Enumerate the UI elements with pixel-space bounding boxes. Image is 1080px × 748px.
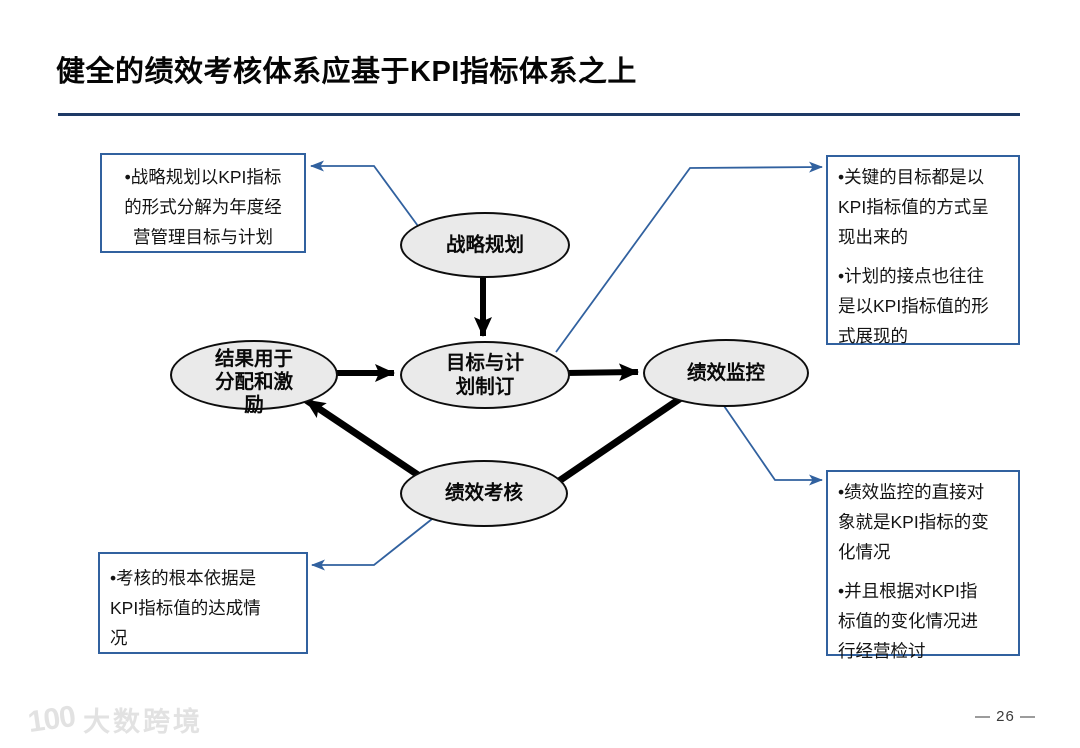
page-number: — 26 —: [974, 708, 1036, 725]
connector-monitor-to-callout-br: [721, 402, 823, 486]
callout-top-left: •战略规划以KPI指标 的形式分解为年度经 营管理目标与计划: [100, 153, 306, 253]
node-goal-plan: 目标与计 划制订: [400, 341, 570, 409]
node-label: 目标与计 划制订: [445, 352, 524, 398]
arrow-assess-to-results: [304, 397, 426, 482]
callout-bullet: •计划的接点也往往 是以KPI指标值的形 式展现的: [838, 266, 989, 346]
callout-bottom-right: •绩效监控的直接对 象就是KPI指标的变 化情况 •并且根据对KPI指 标值的变…: [826, 470, 1020, 661]
connector-strategic-to-callout-tl: [310, 160, 419, 227]
page-title: 健全的绩效考核体系应基于KPI指标体系之上: [56, 56, 637, 88]
node-label: 绩效考核: [444, 482, 523, 504]
node-strategic-planning: 战略规划: [400, 212, 570, 278]
connector-goal-to-callout-tr: [555, 161, 823, 353]
node-label: 结果用于 分配和激 励: [214, 347, 293, 416]
callout-text: •考核的根本依据是 KPI指标值的达成情 况: [110, 568, 261, 648]
connector-assess-to-callout-bl: [311, 518, 433, 571]
node-label: 战略规划: [445, 233, 524, 256]
line-monitor-to-assess: [557, 395, 683, 484]
node-performance-assess: 绩效考核: [400, 460, 568, 527]
node-label: 绩效监控: [686, 361, 765, 384]
callout-bottom-left: •考核的根本依据是 KPI指标值的达成情 况: [98, 552, 308, 654]
footer-logo: 100 大数跨境: [25, 699, 204, 739]
node-performance-monitor: 绩效监控: [643, 339, 809, 407]
callout-text: •战略规划以KPI指标 的形式分解为年度经 营管理目标与计划: [124, 167, 282, 247]
title-rule: [58, 113, 1020, 116]
callout-bullet: •并且根据对KPI指 标值的变化情况进 行经营检讨: [838, 581, 978, 661]
arrow-goal-to-monitor: [565, 363, 639, 382]
node-results-distribution: 结果用于 分配和激 励: [170, 340, 338, 416]
callout-top-right: •关键的目标都是以 KPI指标值的方式呈 现出来的 •计划的接点也往往 是以KP…: [826, 155, 1020, 346]
callout-bullet: •关键的目标都是以 KPI指标值的方式呈 现出来的: [838, 167, 989, 247]
footer-logo-text: 大数跨境: [83, 707, 204, 737]
dashu-100-logo-icon: 100: [25, 699, 78, 739]
callout-bullet: •绩效监控的直接对 象就是KPI指标的变 化情况: [838, 482, 989, 562]
